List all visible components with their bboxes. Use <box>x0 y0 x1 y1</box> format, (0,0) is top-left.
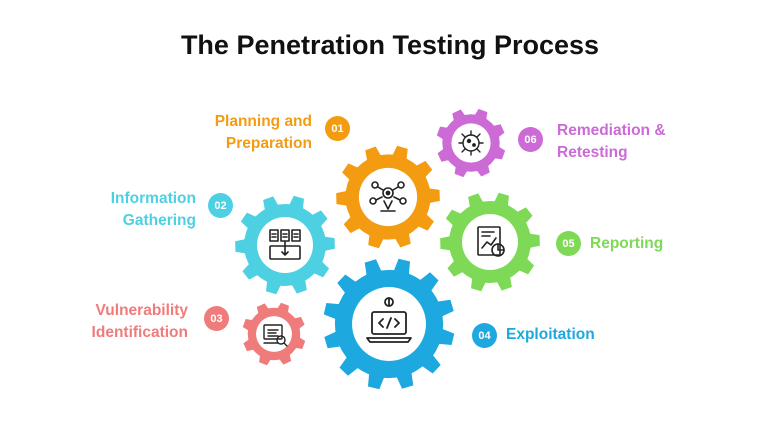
step-label-line: Gathering <box>122 212 196 229</box>
strategy-icon <box>369 181 407 212</box>
step-label-line: Reporting <box>590 235 664 252</box>
gear-hub <box>358 167 418 227</box>
step-label-line: Planning and <box>214 113 312 130</box>
gear-remediation <box>436 108 506 178</box>
step-label-line: Retesting <box>557 144 628 161</box>
gear-hub <box>451 123 491 163</box>
document-files-icon <box>269 229 301 260</box>
step-label-vulnerability: Vulnerability Identification <box>92 300 188 344</box>
step-label-remediation: Remediation & Retesting <box>557 120 666 164</box>
gear-reporting <box>440 192 540 292</box>
gear-hub <box>462 214 518 270</box>
step-label-line: Vulnerability <box>95 302 188 319</box>
step-label-planning: Planning and Preparation <box>215 111 312 155</box>
step-badge-05: 05 <box>556 231 581 256</box>
step-badge-01: 01 <box>325 116 350 141</box>
step-label-information: Information Gathering <box>111 188 196 232</box>
laptop-code-icon <box>366 297 412 343</box>
step-badge-02: 02 <box>208 193 233 218</box>
report-chart-icon <box>477 226 505 257</box>
step-badge-04: 04 <box>472 323 497 348</box>
step-label-exploitation: Exploitation <box>506 324 595 346</box>
step-label-line: Remediation & <box>557 122 666 139</box>
step-label-line: Exploitation <box>506 326 595 343</box>
gear-hub <box>256 316 292 352</box>
step-label-line: Preparation <box>225 135 312 152</box>
gear-planning <box>336 145 440 249</box>
page-title: The Penetration Testing Process <box>180 30 600 60</box>
vulnerability-scan-icon <box>263 324 288 347</box>
virus-remediation-icon <box>458 130 484 156</box>
gear-vulnerability <box>242 302 306 366</box>
step-label-line: Information <box>110 190 196 207</box>
step-badge-03: 03 <box>204 306 229 331</box>
step-label-line: Identification <box>91 324 188 341</box>
step-badge-06: 06 <box>518 127 543 152</box>
step-label-reporting: Reporting <box>590 233 663 255</box>
